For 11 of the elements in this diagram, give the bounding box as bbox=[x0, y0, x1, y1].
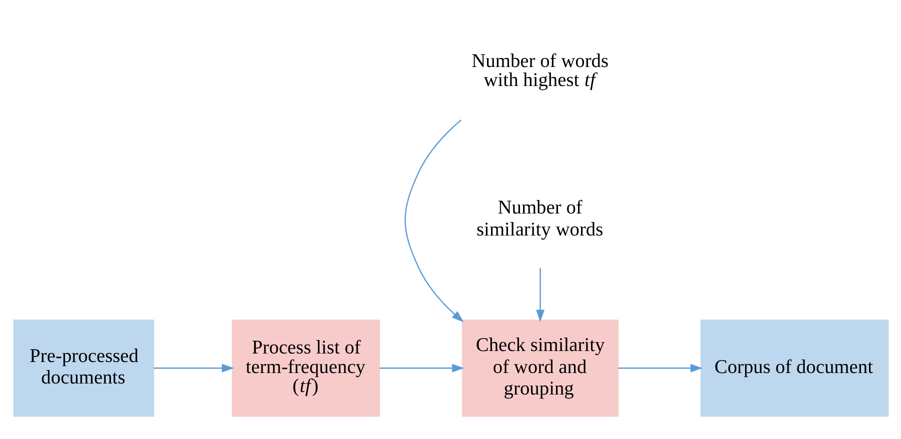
node-box: Corpus of document bbox=[700, 319, 888, 416]
node-box: Pre-processed documents bbox=[12, 319, 154, 416]
arrow bbox=[404, 119, 464, 322]
arrow bbox=[618, 363, 702, 372]
node-text: Number of similarity words bbox=[476, 197, 603, 240]
node-box: Check similarity of word and grouping bbox=[461, 319, 618, 416]
arrow bbox=[153, 363, 234, 372]
arrow bbox=[379, 363, 464, 372]
node-box: Process list of term-frequency (tf) bbox=[231, 319, 380, 416]
arrow bbox=[536, 268, 544, 322]
node-text: Number of words with highest tf bbox=[471, 50, 608, 91]
